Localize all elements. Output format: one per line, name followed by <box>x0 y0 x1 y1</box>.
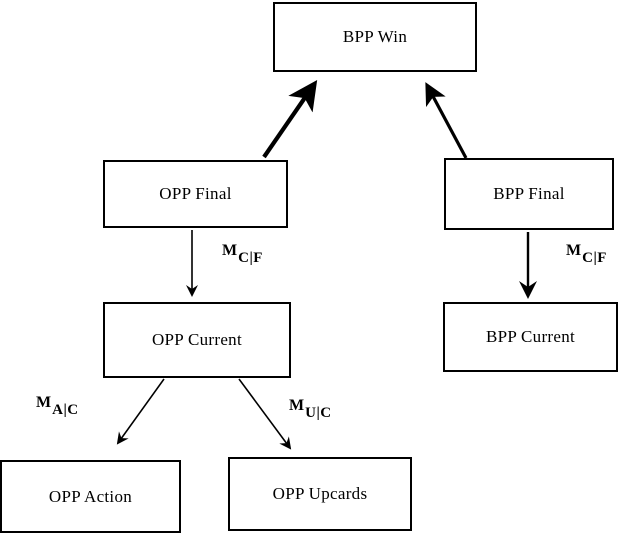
node-bpp-current-label: BPP Current <box>485 327 576 346</box>
node-opp-final-label: OPP Final <box>159 184 232 203</box>
edge-label-symbol: M <box>36 394 52 411</box>
arrow-bpp-final-to-bpp-win <box>425 82 468 159</box>
edge-label-symbol: M <box>566 242 582 259</box>
node-opp-upcards[interactable]: OPP Upcards <box>228 457 412 531</box>
node-opp-current-label: OPP Current <box>151 330 243 349</box>
node-opp-action[interactable]: OPP Action <box>0 460 181 533</box>
edge-label-subscript: A|C <box>52 402 79 418</box>
arrow-opp-final-to-bpp-win <box>262 79 318 159</box>
edge-label-c-given-f-right: MC|F <box>566 242 606 266</box>
node-opp-current[interactable]: OPP Current <box>103 302 291 378</box>
node-bpp-final-label: BPP Final <box>493 184 565 203</box>
node-opp-upcards-label: OPP Upcards <box>272 484 368 503</box>
arrow-opp-current-to-opp-upcards <box>238 378 292 450</box>
node-bpp-win[interactable]: BPP Win <box>273 2 477 72</box>
node-opp-action-label: OPP Action <box>48 486 133 506</box>
node-bpp-win-label: BPP Win <box>342 27 408 46</box>
edge-label-subscript: C|F <box>238 250 263 266</box>
arrow-opp-current-to-opp-action <box>116 378 165 445</box>
edge-label-symbol: M <box>289 397 305 414</box>
edge-label-u-given-c: MU|C <box>289 397 331 421</box>
edge-label-symbol: M <box>222 242 238 259</box>
edge-label-subscript: U|C <box>305 405 332 421</box>
node-bpp-final[interactable]: BPP Final <box>444 158 614 230</box>
edge-label-subscript: C|F <box>582 250 607 266</box>
edge-label-c-given-f-left: MC|F <box>222 242 262 266</box>
node-opp-final[interactable]: OPP Final <box>103 160 288 228</box>
node-bpp-current[interactable]: BPP Current <box>443 302 618 372</box>
edge-label-a-given-c: MA|C <box>36 394 78 418</box>
